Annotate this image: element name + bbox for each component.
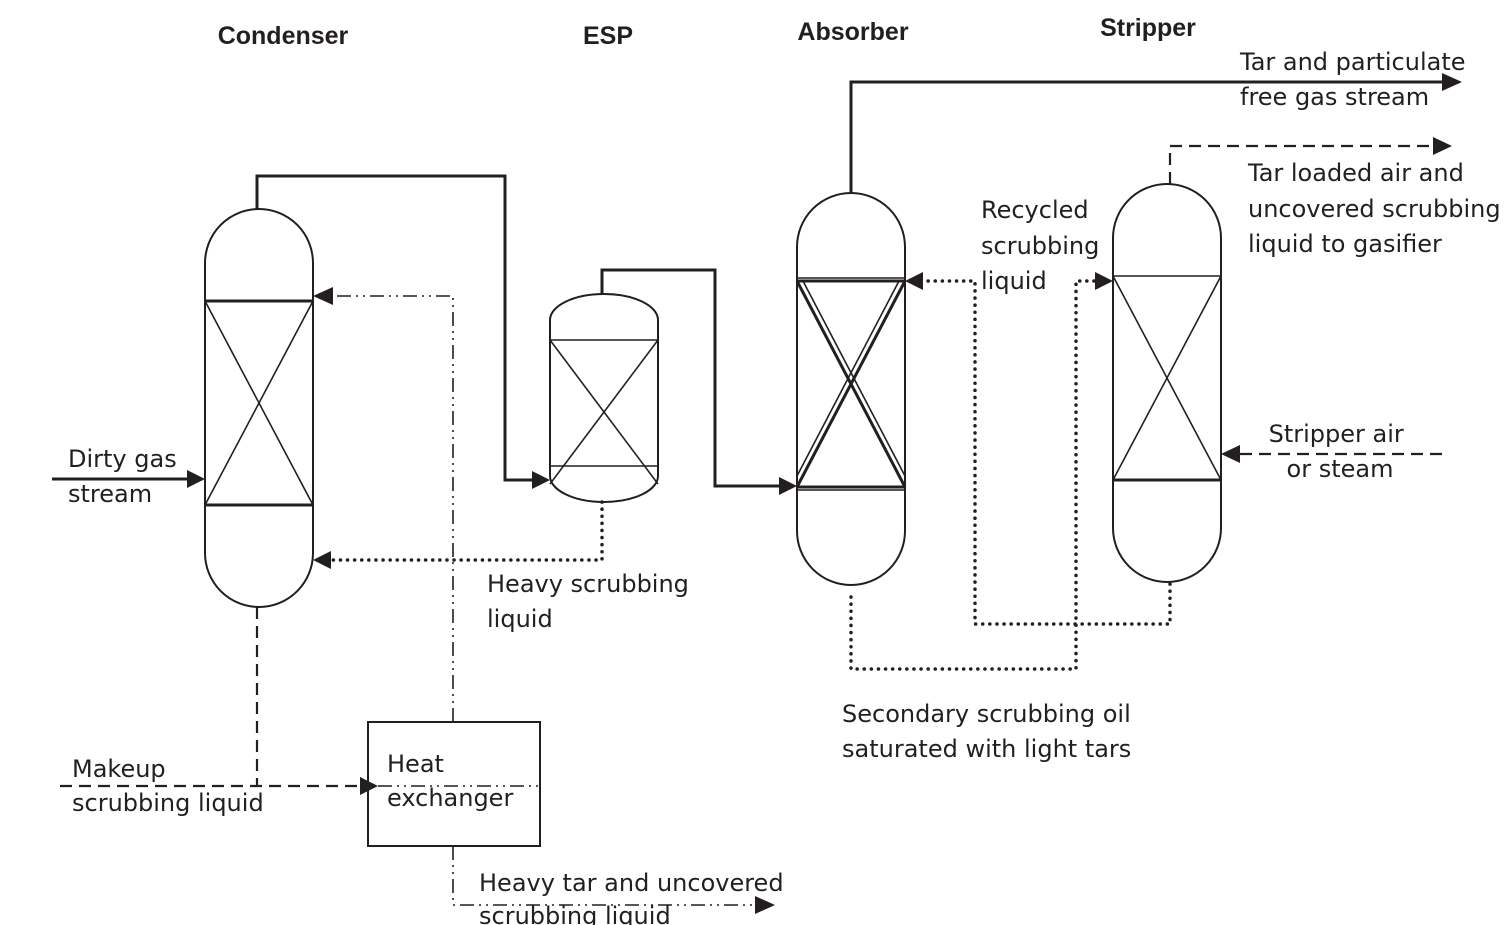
- esp-vessel: [549, 293, 659, 503]
- scrubbing-liquid-lines: [313, 272, 1172, 671]
- condenser-vessel: [204, 208, 314, 608]
- label-dirty-gas: Dirty gas stream: [68, 445, 184, 508]
- label-clean-gas: Tar and particulate free gas stream: [1239, 48, 1473, 111]
- label-secondary-scrubbing-oil: Secondary scrubbing oil saturated with l…: [842, 700, 1138, 763]
- label-heavy-tar: Heavy tar and uncovered scrubbing liquid: [479, 869, 791, 925]
- label-heavy-scrubbing-liquid: Heavy scrubbing liquid: [487, 570, 697, 633]
- header-stripper: Stripper: [1100, 14, 1196, 42]
- label-tar-loaded-air: Tar loaded air and uncovered scrubbing l…: [1247, 159, 1508, 258]
- gas-lines: [52, 73, 1462, 495]
- absorber-vessel: [795, 192, 907, 586]
- stripper-vessel: [1112, 183, 1222, 583]
- label-recycled-scrubbing-liquid: Recycled scrubbing liquid: [981, 196, 1107, 295]
- label-makeup-scrubbing-liquid: Makeup scrubbing liquid: [72, 755, 264, 817]
- recirculation-lines: [313, 287, 775, 914]
- label-heat-exchanger: Heat exchanger: [387, 750, 513, 812]
- header-esp: ESP: [583, 22, 633, 50]
- dashed-lines: [60, 137, 1452, 795]
- label-stripper-air: Stripper air or steam: [1269, 420, 1412, 483]
- header-condenser: Condenser: [218, 22, 349, 50]
- header-absorber: Absorber: [797, 18, 908, 46]
